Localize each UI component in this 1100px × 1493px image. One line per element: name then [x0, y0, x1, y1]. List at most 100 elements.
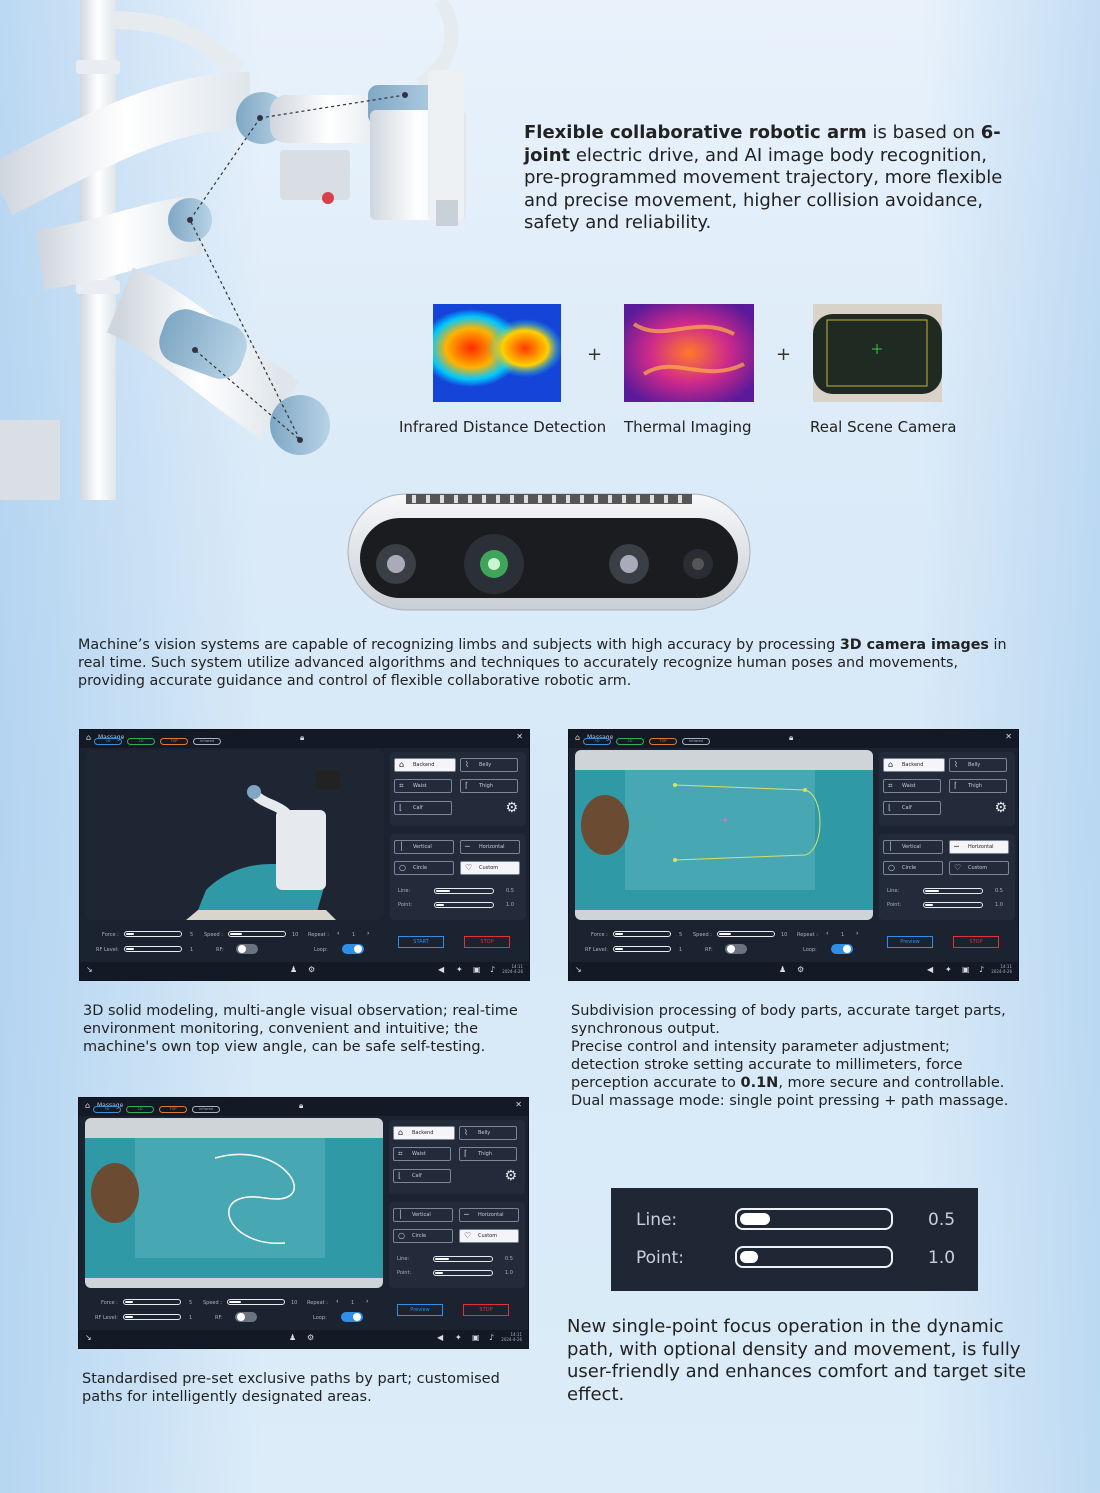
- mode-button-1[interactable]: ─Horizontal: [459, 1208, 519, 1222]
- part-button-3[interactable]: ⌈Thigh: [459, 1147, 517, 1161]
- app-home-icon[interactable]: ⌂: [575, 733, 581, 742]
- mode-button-2[interactable]: ○Circle: [393, 1229, 453, 1243]
- point-slider[interactable]: [923, 902, 983, 908]
- repeat-increase-icon[interactable]: ›: [856, 930, 859, 937]
- point-slider[interactable]: [433, 1270, 493, 1276]
- lock-icon[interactable]: 🔒︎: [300, 733, 305, 742]
- speed-slider[interactable]: [227, 1299, 285, 1305]
- mode-button-1[interactable]: ─Horizontal: [460, 840, 520, 854]
- rf-level-slider[interactable]: [613, 946, 671, 952]
- part-button-4[interactable]: ⌊Calf: [883, 801, 941, 815]
- preview-button[interactable]: Preview: [887, 936, 933, 948]
- lock-icon[interactable]: 🔒︎: [299, 1101, 304, 1110]
- part-button-4[interactable]: ⌊Calf: [394, 801, 452, 815]
- part-button-1[interactable]: ⌇Belly: [460, 758, 518, 772]
- view-chip-1[interactable]: 2D: [127, 738, 155, 745]
- force-slider[interactable]: [124, 931, 182, 937]
- view-chip-1[interactable]: 2D: [126, 1106, 154, 1113]
- settings-gear-icon[interactable]: ⚙: [994, 800, 1007, 816]
- part-button-3[interactable]: ⌈Thigh: [949, 779, 1007, 793]
- app-home-icon[interactable]: ⌂: [85, 1101, 91, 1110]
- volume-icon[interactable]: ◀: [438, 965, 445, 974]
- stop-button[interactable]: STOP: [953, 936, 999, 948]
- connection-icon[interactable]: ✦: [455, 1333, 462, 1342]
- mode-button-3[interactable]: ♡Custom: [460, 861, 520, 875]
- rf-level-slider[interactable]: [123, 1314, 181, 1320]
- screen-icon[interactable]: ▣: [473, 965, 481, 974]
- start-button[interactable]: START: [398, 936, 444, 948]
- person-icon[interactable]: ♟: [290, 965, 298, 974]
- view-chip-3[interactable]: Infrared: [682, 738, 710, 745]
- robot-arm-icon[interactable]: ↘: [575, 965, 582, 974]
- connection-icon[interactable]: ✦: [945, 965, 952, 974]
- mode-button-0[interactable]: │Vertical: [393, 1208, 453, 1222]
- line-slider[interactable]: [923, 888, 983, 894]
- mode-button-1[interactable]: ─Horizontal: [949, 840, 1009, 854]
- app-home-icon[interactable]: ⌂: [86, 733, 92, 742]
- part-button-0[interactable]: ⌂Backend: [394, 758, 456, 772]
- person-icon[interactable]: ♟: [779, 965, 787, 974]
- preview-button[interactable]: Preview: [397, 1304, 443, 1316]
- robot-arm-icon[interactable]: ↘: [86, 965, 93, 974]
- close-icon[interactable]: ✕: [1005, 732, 1012, 741]
- mode-button-2[interactable]: ○Circle: [883, 861, 943, 875]
- repeat-decrease-icon[interactable]: ‹: [336, 1298, 339, 1305]
- repeat-increase-icon[interactable]: ›: [367, 930, 370, 937]
- force-slider[interactable]: [123, 1299, 181, 1305]
- view-chip-3[interactable]: Infrared: [192, 1106, 220, 1113]
- bell-icon[interactable]: ♪: [489, 1333, 495, 1342]
- part-button-2[interactable]: ⌗Waist: [393, 1147, 451, 1161]
- settings-gear-icon[interactable]: ⚙: [505, 800, 518, 816]
- loop-toggle[interactable]: [341, 1312, 363, 1322]
- view-chip-2[interactable]: TOP: [159, 1106, 187, 1113]
- speed-slider[interactable]: [228, 931, 286, 937]
- lock-icon[interactable]: 🔒︎: [789, 733, 794, 742]
- mode-button-3[interactable]: ♡Custom: [459, 1229, 519, 1243]
- bell-icon[interactable]: ♪: [490, 965, 496, 974]
- zoom-line-slider[interactable]: [735, 1208, 893, 1230]
- bell-icon[interactable]: ♪: [979, 965, 985, 974]
- rf-toggle[interactable]: [725, 944, 747, 954]
- part-button-1[interactable]: ⌇Belly: [459, 1126, 517, 1140]
- point-slider[interactable]: [434, 902, 494, 908]
- rf-level-slider[interactable]: [124, 946, 182, 952]
- view-chip-0[interactable]: 3D: [583, 738, 611, 745]
- volume-icon[interactable]: ◀: [437, 1333, 444, 1342]
- settings-gear-icon[interactable]: ⚙: [504, 1168, 517, 1184]
- status-gear-icon[interactable]: ⚙: [307, 1333, 315, 1342]
- mode-button-3[interactable]: ♡Custom: [949, 861, 1009, 875]
- repeat-decrease-icon[interactable]: ‹: [826, 930, 829, 937]
- part-button-4[interactable]: ⌊Calf: [393, 1169, 451, 1183]
- volume-icon[interactable]: ◀: [927, 965, 934, 974]
- stop-button[interactable]: STOP: [463, 1304, 509, 1316]
- mode-button-0[interactable]: │Vertical: [394, 840, 454, 854]
- rf-toggle[interactable]: [236, 944, 258, 954]
- connection-icon[interactable]: ✦: [456, 965, 463, 974]
- view-chip-0[interactable]: 3D: [93, 1106, 121, 1113]
- screen-icon[interactable]: ▣: [962, 965, 970, 974]
- part-button-2[interactable]: ⌗Waist: [394, 779, 452, 793]
- part-button-1[interactable]: ⌇Belly: [949, 758, 1007, 772]
- stop-button[interactable]: STOP: [464, 936, 510, 948]
- repeat-increase-icon[interactable]: ›: [366, 1298, 369, 1305]
- view-chip-2[interactable]: TOP: [160, 738, 188, 745]
- line-slider[interactable]: [433, 1256, 493, 1262]
- line-slider[interactable]: [434, 888, 494, 894]
- status-gear-icon[interactable]: ⚙: [308, 965, 316, 974]
- view-chip-1[interactable]: 2D: [616, 738, 644, 745]
- view-chip-2[interactable]: TOP: [649, 738, 677, 745]
- view-chip-3[interactable]: Infrared: [193, 738, 221, 745]
- status-gear-icon[interactable]: ⚙: [797, 965, 805, 974]
- mode-button-0[interactable]: │Vertical: [883, 840, 943, 854]
- part-button-2[interactable]: ⌗Waist: [883, 779, 941, 793]
- loop-toggle[interactable]: [831, 944, 853, 954]
- loop-toggle[interactable]: [342, 944, 364, 954]
- screen-icon[interactable]: ▣: [472, 1333, 480, 1342]
- force-slider[interactable]: [613, 931, 671, 937]
- zoom-point-slider[interactable]: [735, 1246, 893, 1268]
- close-icon[interactable]: ✕: [515, 1100, 522, 1109]
- part-button-3[interactable]: ⌈Thigh: [460, 779, 518, 793]
- close-icon[interactable]: ✕: [516, 732, 523, 741]
- rf-toggle[interactable]: [235, 1312, 257, 1322]
- mode-button-2[interactable]: ○Circle: [394, 861, 454, 875]
